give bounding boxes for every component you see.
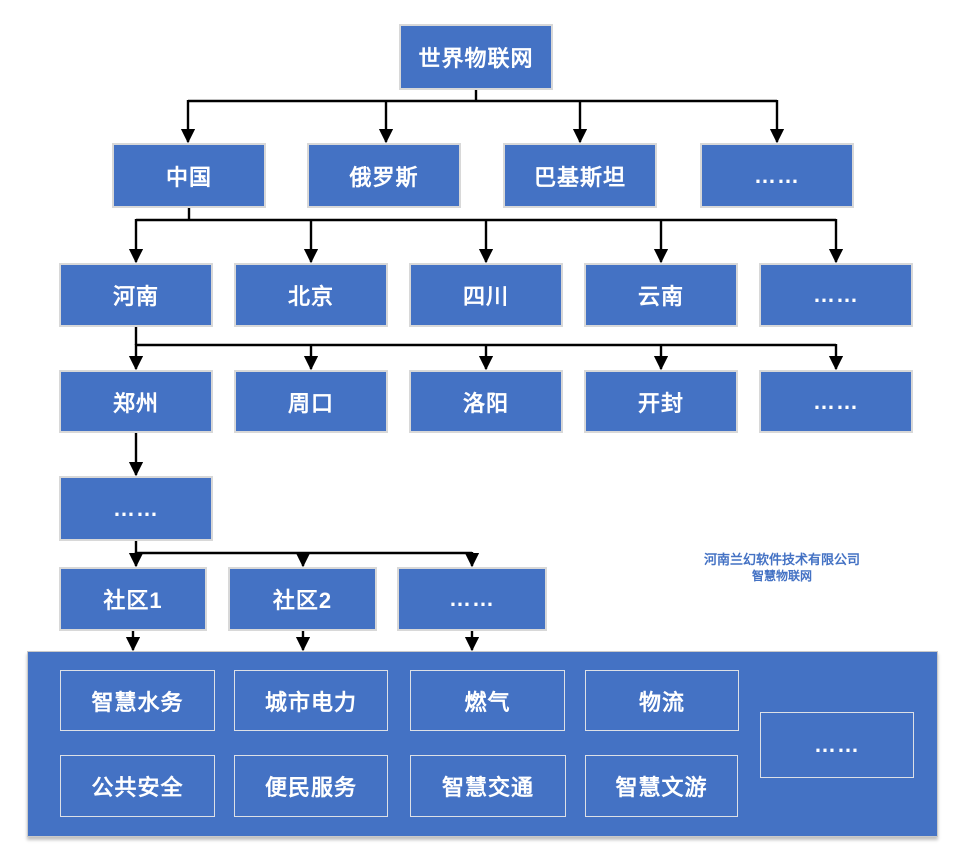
service-smart-traffic: 智慧交通 [410, 755, 566, 817]
service-smart-water: 智慧水务 [60, 670, 215, 731]
node-yunnan: 云南 [584, 263, 738, 327]
service-city-power: 城市电力 [234, 670, 388, 731]
service-more: …… [760, 712, 914, 778]
node-luoyang: 洛阳 [409, 370, 563, 433]
service-convenience: 便民服务 [234, 755, 388, 817]
node-communities-more: …… [397, 567, 547, 631]
node-sichuan: 四川 [409, 263, 563, 327]
services-container: 智慧水务 城市电力 燃气 物流 …… 公共安全 便民服务 智慧交通 智慧文游 [27, 651, 938, 837]
node-zhengzhou: 郑州 [59, 370, 213, 433]
node-countries-more: …… [700, 143, 854, 208]
connectors-henan-to-cities [128, 327, 844, 371]
node-china: 中国 [112, 143, 266, 208]
connectors-districts-to-communities [128, 541, 480, 568]
node-community-1: 社区1 [59, 567, 207, 631]
node-beijing: 北京 [234, 263, 388, 327]
connectors-communities-to-services [125, 631, 480, 652]
node-pakistan: 巴基斯坦 [503, 143, 657, 208]
service-logistics: 物流 [585, 670, 739, 731]
service-public-safety: 公共安全 [60, 755, 215, 817]
service-smart-tourism: 智慧文游 [585, 755, 738, 817]
connectors-china-to-provinces [128, 208, 844, 264]
node-russia: 俄罗斯 [307, 143, 461, 208]
node-community-2: 社区2 [228, 567, 377, 631]
connectors-root-to-countries [180, 90, 785, 144]
watermark-product: 智慧物联网 [751, 569, 812, 583]
node-provinces-more: …… [759, 263, 913, 327]
node-cities-more: …… [759, 370, 913, 433]
watermark: 河南兰幻软件技术有限公司 智慧物联网 [658, 551, 906, 585]
service-gas: 燃气 [410, 670, 565, 731]
node-zhoukou: 周口 [234, 370, 388, 433]
node-world-iot: 世界物联网 [399, 24, 553, 90]
node-districts-more: …… [59, 476, 213, 541]
node-kaifeng: 开封 [584, 370, 738, 433]
node-henan: 河南 [59, 263, 213, 327]
watermark-company: 河南兰幻软件技术有限公司 [703, 552, 860, 567]
